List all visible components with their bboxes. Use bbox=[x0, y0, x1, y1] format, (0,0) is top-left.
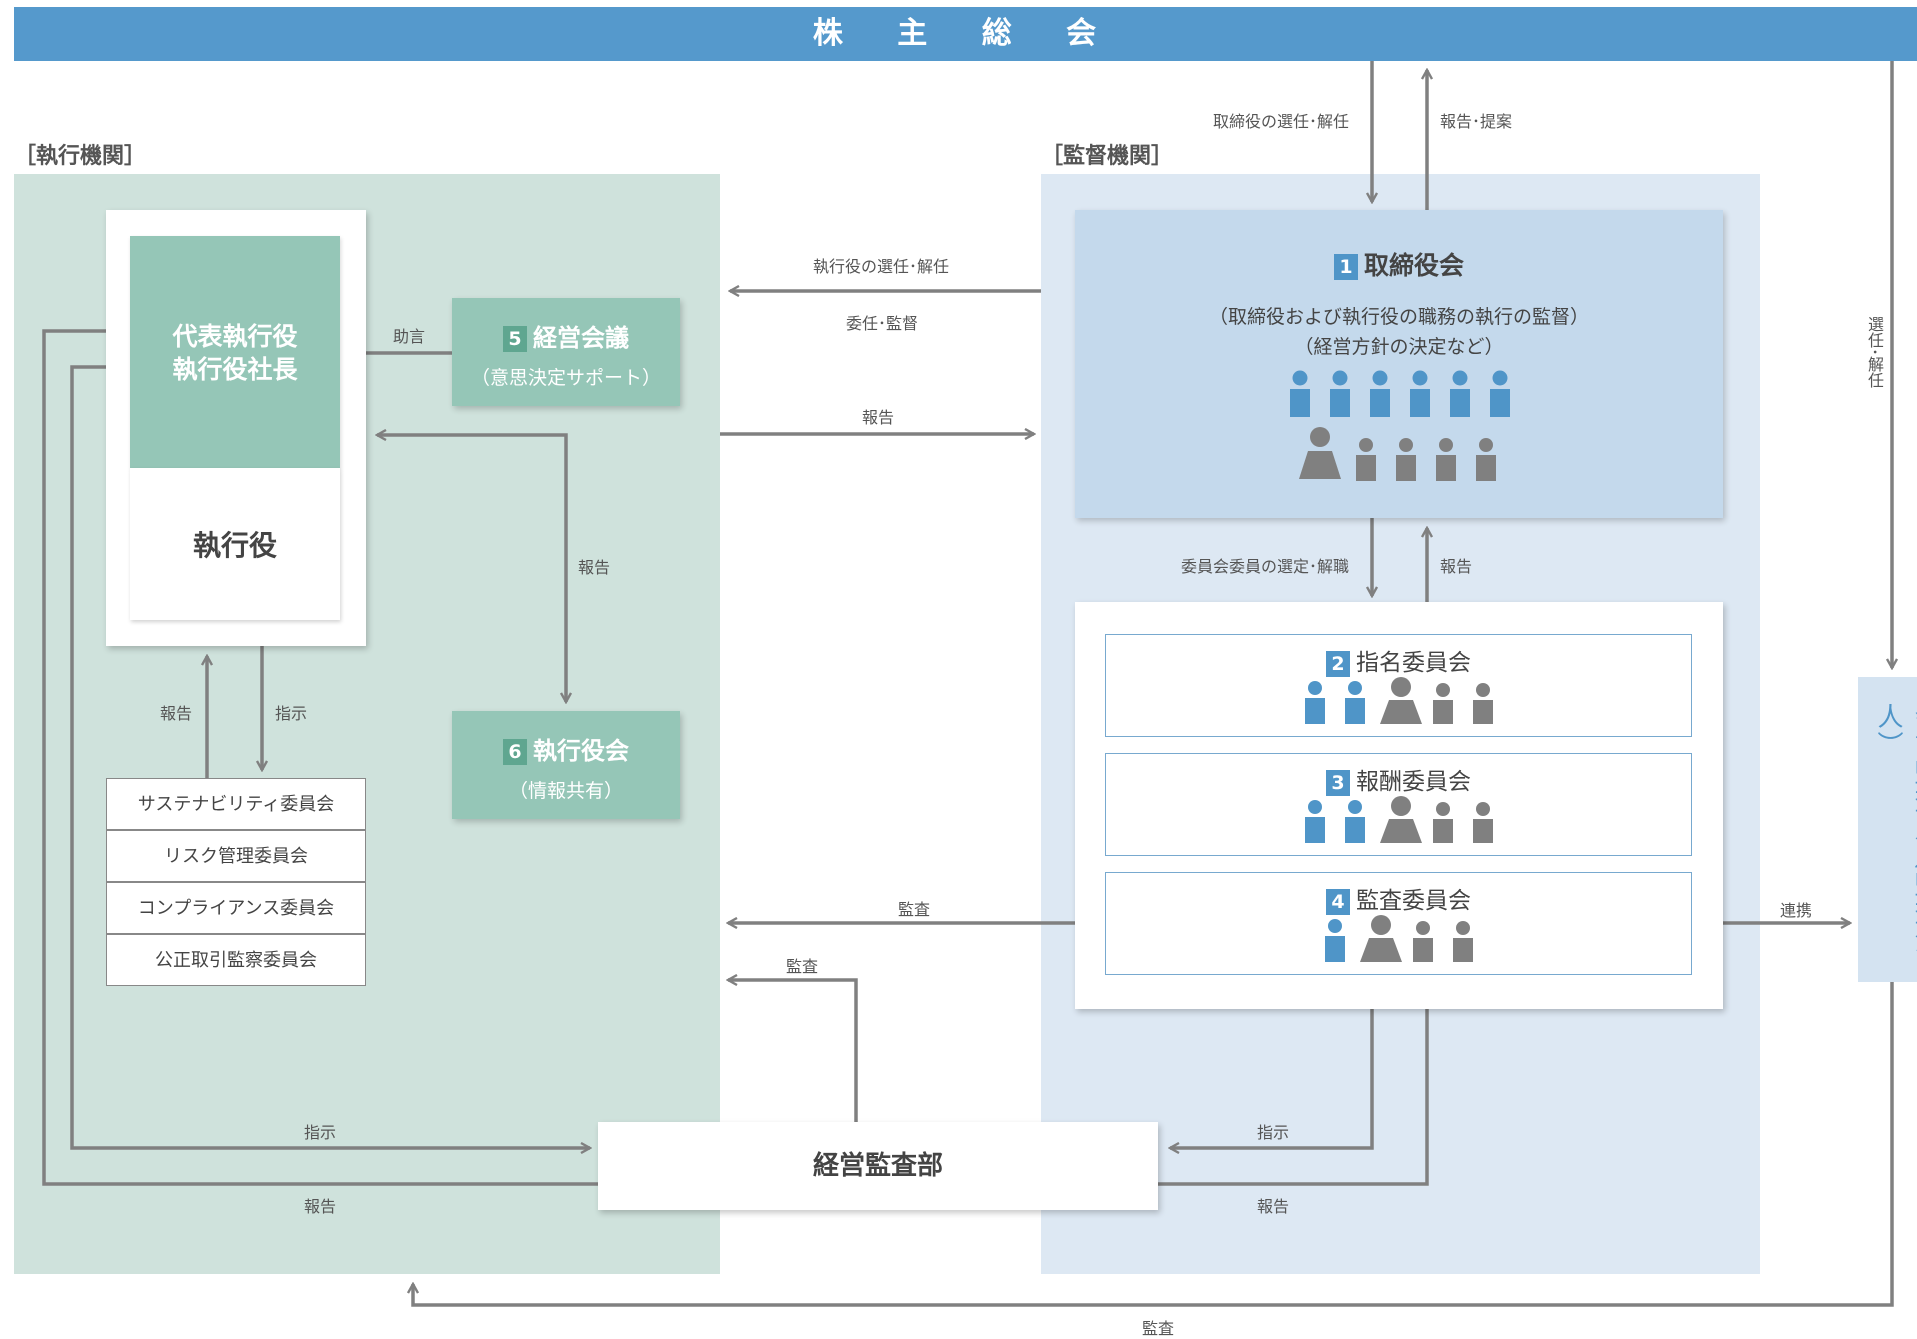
label-dept-audit: 監査 bbox=[786, 957, 819, 976]
committee-instruct-arrow bbox=[1170, 975, 1374, 1148]
label-committee-instruct: 指示 bbox=[1257, 1123, 1290, 1142]
board-sub1: （取締役および執行役の職務の執行の監督） bbox=[1208, 306, 1589, 328]
label-dept-report: 報告 bbox=[1257, 1197, 1290, 1216]
committee-compliance: コンプライアンス委員会 bbox=[106, 882, 366, 934]
shareholders-meeting-banner: 株 主 総 会 bbox=[14, 7, 1917, 61]
board-gray-people bbox=[1299, 427, 1496, 481]
label-auditor-audit: 監査 bbox=[1142, 1319, 1175, 1338]
board-number-badge: 1 bbox=[1333, 254, 1358, 280]
board-blue-people bbox=[1290, 370, 1510, 417]
audit-number-badge: 4 bbox=[1326, 888, 1350, 915]
ceo-instruct-arrow bbox=[70, 365, 590, 1148]
audit-people-icons bbox=[1325, 915, 1473, 962]
nomination-title: 指名委員会 bbox=[1356, 650, 1471, 676]
board-sub2: （経営方針の決定など） bbox=[1294, 336, 1504, 358]
label-committees-instruct: 指示 bbox=[275, 704, 308, 723]
dept-audit-arrow bbox=[728, 980, 858, 1122]
ceo-line1: 代表執行役 bbox=[172, 322, 298, 351]
council-subtitle: （情報共有） bbox=[508, 780, 623, 802]
label-audit: 監査 bbox=[898, 900, 931, 919]
meeting-title: 経営会議 bbox=[533, 324, 629, 352]
accounting-auditor-label: 会計監査人（監査法人） bbox=[1873, 703, 1917, 955]
compensation-title: 報酬委員会 bbox=[1356, 769, 1471, 795]
meeting-number-badge: 5 bbox=[503, 326, 527, 352]
label-report-proposal: 報告･提案 bbox=[1440, 112, 1513, 131]
ceo-box: 代表執行役 執行役社長 bbox=[130, 236, 340, 468]
compensation-number-badge: 3 bbox=[1326, 769, 1350, 796]
label-council-report: 報告 bbox=[578, 558, 611, 577]
meeting-subtitle: （意思決定サポート） bbox=[470, 367, 661, 389]
label-committees-report: 報告 bbox=[160, 704, 193, 723]
label-ceo-instruct: 指示 bbox=[304, 1123, 337, 1142]
execution-section-label: ［執行機関］ bbox=[14, 144, 147, 169]
officers-box: 執行役 bbox=[130, 468, 340, 620]
compensation-people-icons bbox=[1305, 796, 1493, 843]
label-auditor-elect: 選任･解任 bbox=[1865, 316, 1884, 389]
label-elect-directors: 取締役の選任･解任 bbox=[1213, 112, 1350, 131]
dept-report-arrow bbox=[1158, 985, 1427, 1186]
committee-risk: リスク管理委員会 bbox=[106, 830, 366, 882]
council-title: 執行役会 bbox=[533, 737, 629, 765]
label-advice: 助言 bbox=[393, 327, 426, 346]
audit-title: 監査委員会 bbox=[1356, 888, 1471, 914]
label-dept-report-ceo: 報告 bbox=[304, 1197, 337, 1216]
council-number-badge: 6 bbox=[503, 739, 527, 765]
label-elect-officers: 執行役の選任･解任 bbox=[813, 257, 950, 276]
nomination-people-icons bbox=[1305, 677, 1493, 724]
board-members-icons bbox=[1290, 370, 1510, 481]
label-delegate-supervise: 委任･監督 bbox=[846, 314, 919, 333]
ceo-line2: 執行役社長 bbox=[172, 355, 298, 384]
supervision-section-label: ［監督機関］ bbox=[1041, 144, 1174, 169]
council-report-arrow bbox=[377, 435, 566, 702]
label-committee-report: 報告 bbox=[1440, 557, 1473, 576]
nomination-number-badge: 2 bbox=[1326, 650, 1350, 677]
committee-fair-trade: 公正取引監察委員会 bbox=[106, 934, 366, 986]
dept-report-ceo-arrow bbox=[42, 331, 598, 1186]
audit-department-box: 経営監査部 bbox=[598, 1122, 1158, 1210]
label-cooperation: 連携 bbox=[1780, 901, 1813, 920]
auditor-audit-arrow bbox=[413, 982, 1894, 1307]
board-title: 取締役会 bbox=[1363, 251, 1464, 280]
accounting-auditor-panel: 会計監査人（監査法人） bbox=[1858, 677, 1917, 982]
label-member-select: 委員会委員の選定･解職 bbox=[1181, 557, 1350, 576]
officers-label: 執行役 bbox=[192, 529, 277, 562]
committee-sustainability: サステナビリティ委員会 bbox=[106, 778, 366, 830]
label-report-to-board: 報告 bbox=[862, 408, 895, 427]
